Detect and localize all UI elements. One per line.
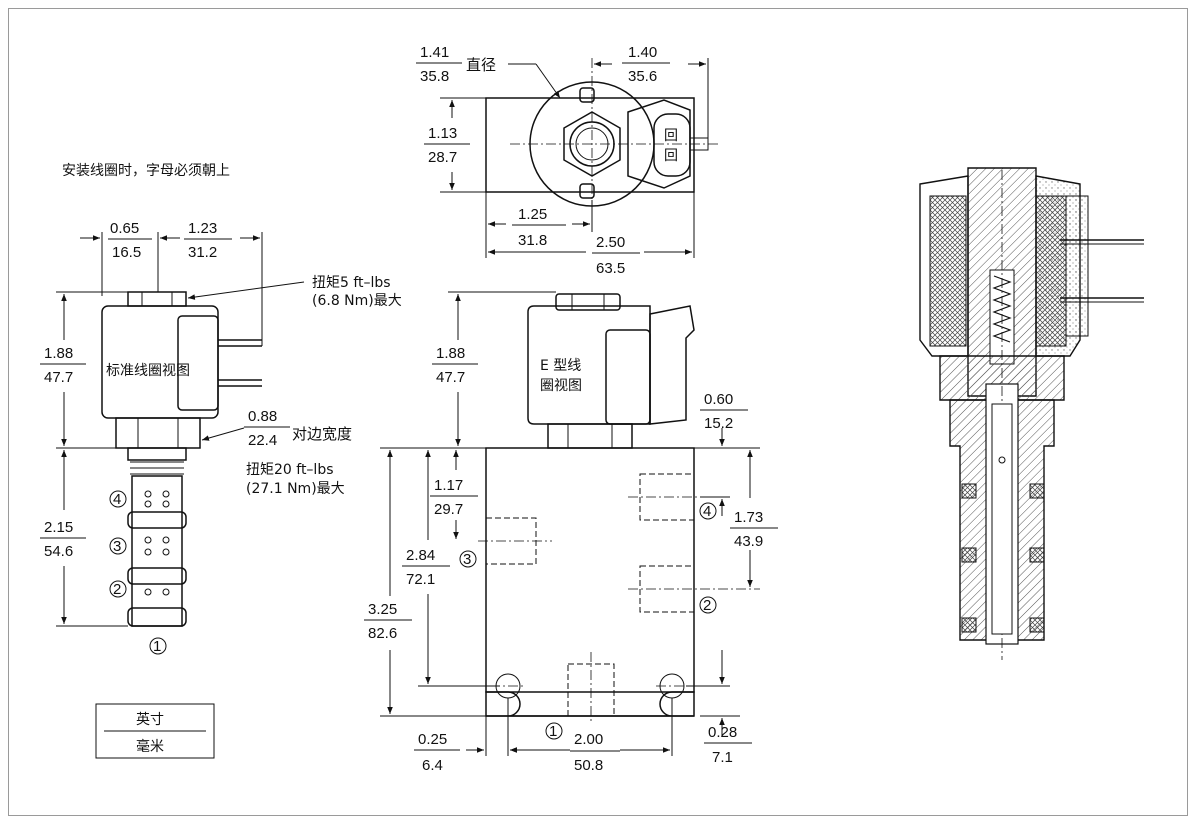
svg-text:82.6: 82.6: [368, 625, 397, 642]
torque-coil-callout: 扭矩5 ft–lbs (6.8 Nm)最大: [187, 275, 402, 309]
svg-text:0.25: 0.25: [418, 731, 447, 748]
svg-text:2: 2: [113, 581, 121, 598]
unit-legend: 英寸 毫米: [95, 703, 215, 759]
svg-text:(6.8 Nm)最大: (6.8 Nm)最大: [312, 293, 402, 309]
svg-text:28.7: 28.7: [428, 149, 457, 166]
svg-text:1.23: 1.23: [188, 220, 217, 237]
dim-2-00: 2.00 50.8: [510, 698, 673, 774]
dim-0-88-hex: 0.88 22.4 对边宽度: [201, 408, 352, 449]
svg-text:1.17: 1.17: [434, 477, 463, 494]
svg-text:1.41: 1.41: [420, 44, 449, 61]
dim-2-50: 2.50 63.5: [488, 192, 695, 277]
svg-text:2.50: 2.50: [596, 234, 625, 251]
e-coil-front-view: E 型线 圈视图: [527, 293, 695, 449]
svg-text:72.1: 72.1: [406, 571, 435, 588]
svg-text:扭矩20 ft–lbs: 扭矩20 ft–lbs: [246, 462, 334, 478]
svg-text:4: 4: [113, 491, 121, 508]
svg-text:47.7: 47.7: [44, 369, 73, 386]
dim-1-25: 1.25 31.8: [485, 192, 593, 258]
svg-text:6.4: 6.4: [422, 757, 443, 774]
port-3-marker-left: 3: [109, 537, 127, 555]
dim-1-73: 1.73 43.9: [730, 450, 778, 587]
svg-text:1.88: 1.88: [436, 345, 465, 362]
svg-text:1: 1: [549, 723, 557, 740]
standard-coil-view: 标准线圈视图: [101, 291, 262, 627]
svg-text:3: 3: [463, 551, 471, 568]
svg-text:回: 回: [664, 128, 678, 144]
svg-text:直径: 直径: [466, 57, 496, 74]
svg-text:7.1: 7.1: [712, 749, 733, 766]
svg-text:31.8: 31.8: [518, 232, 547, 249]
port-2-marker-left: 2: [109, 580, 127, 598]
dim-0-25: 0.25 6.4: [414, 698, 528, 774]
svg-text:2.00: 2.00: [574, 731, 603, 748]
svg-text:1.73: 1.73: [734, 509, 763, 526]
svg-text:1.40: 1.40: [628, 44, 657, 61]
dim-1-23: 1.23 31.2: [184, 220, 263, 346]
manifold-body: [478, 447, 760, 724]
svg-text:1.88: 1.88: [44, 345, 73, 362]
svg-text:扭矩5 ft–lbs: 扭矩5 ft–lbs: [312, 275, 391, 291]
svg-text:2.84: 2.84: [406, 547, 435, 564]
svg-text:4: 4: [703, 503, 711, 520]
dim-1-40: 1.40 35.6: [594, 44, 709, 142]
svg-text:2: 2: [703, 597, 711, 614]
svg-text:0.28: 0.28: [708, 724, 737, 741]
dim-1-88-left: 1.88 47.7: [40, 291, 128, 449]
port-1-marker-left: 1: [149, 637, 167, 655]
svg-text:15.2: 15.2: [704, 415, 733, 432]
svg-text:50.8: 50.8: [574, 757, 603, 774]
svg-text:3: 3: [113, 538, 121, 555]
svg-text:54.6: 54.6: [44, 543, 73, 560]
svg-text:31.2: 31.2: [188, 244, 217, 261]
dim-1-41-diameter: 1.41 35.8 直径: [416, 44, 561, 99]
svg-text:29.7: 29.7: [434, 501, 463, 518]
svg-text:0.65: 0.65: [110, 220, 139, 237]
svg-text:毫米: 毫米: [136, 738, 164, 755]
e-coil-label-2: 圈视图: [540, 378, 582, 394]
svg-text:63.5: 63.5: [596, 260, 625, 277]
e-coil-label-1: E 型线: [540, 358, 581, 374]
dim-1-13: 1.13 28.7: [424, 97, 486, 193]
svg-text:35.6: 35.6: [628, 68, 657, 85]
port-4-marker-right: 4: [699, 502, 717, 520]
svg-text:(27.1 Nm)最大: (27.1 Nm)最大: [246, 481, 345, 497]
svg-text:35.8: 35.8: [420, 68, 449, 85]
svg-text:0.60: 0.60: [704, 391, 733, 408]
standard-coil-label: 标准线圈视图: [106, 363, 190, 379]
hex-label: 对边宽度: [292, 426, 352, 443]
svg-text:3.25: 3.25: [368, 601, 397, 618]
torque-body-callout: 扭矩20 ft–lbs (27.1 Nm)最大: [246, 462, 345, 497]
svg-text:1: 1: [153, 638, 161, 655]
dim-0-60: 0.60 15.2: [694, 391, 760, 516]
svg-text:1.13: 1.13: [428, 125, 457, 142]
port-4-marker-left: 4: [109, 490, 127, 508]
svg-text:0.88: 0.88: [248, 408, 277, 425]
cartridge-cross-section: [919, 167, 1144, 660]
dim-2-15: 2.15 54.6: [40, 450, 128, 627]
dim-0-28: 0.28 7.1: [686, 650, 752, 766]
svg-text:英寸: 英寸: [136, 711, 164, 728]
dim-2-84: 2.84 72.1: [402, 450, 500, 687]
svg-text:22.4: 22.4: [248, 432, 277, 449]
install-note: 安装线圈时，字母必须朝上: [62, 163, 230, 179]
drawing-frame: [8, 8, 1188, 816]
svg-text:43.9: 43.9: [734, 533, 763, 550]
svg-text:16.5: 16.5: [112, 244, 141, 261]
port-2-marker-right: 2: [699, 596, 717, 614]
top-view: 回 回: [485, 58, 720, 230]
dim-0-65: 0.65 16.5: [80, 220, 180, 296]
port-3-marker-right: 3: [459, 550, 477, 568]
port-1-marker-right: 1: [545, 722, 563, 740]
svg-text:1.25: 1.25: [518, 206, 547, 223]
svg-text:回: 回: [664, 148, 678, 164]
dim-1-17: 1.17 29.7: [430, 450, 478, 539]
svg-text:2.15: 2.15: [44, 519, 73, 536]
dim-3-25: 3.25 82.6: [364, 447, 486, 717]
dim-1-88-right: 1.88 47.7: [432, 291, 556, 449]
svg-text:47.7: 47.7: [436, 369, 465, 386]
